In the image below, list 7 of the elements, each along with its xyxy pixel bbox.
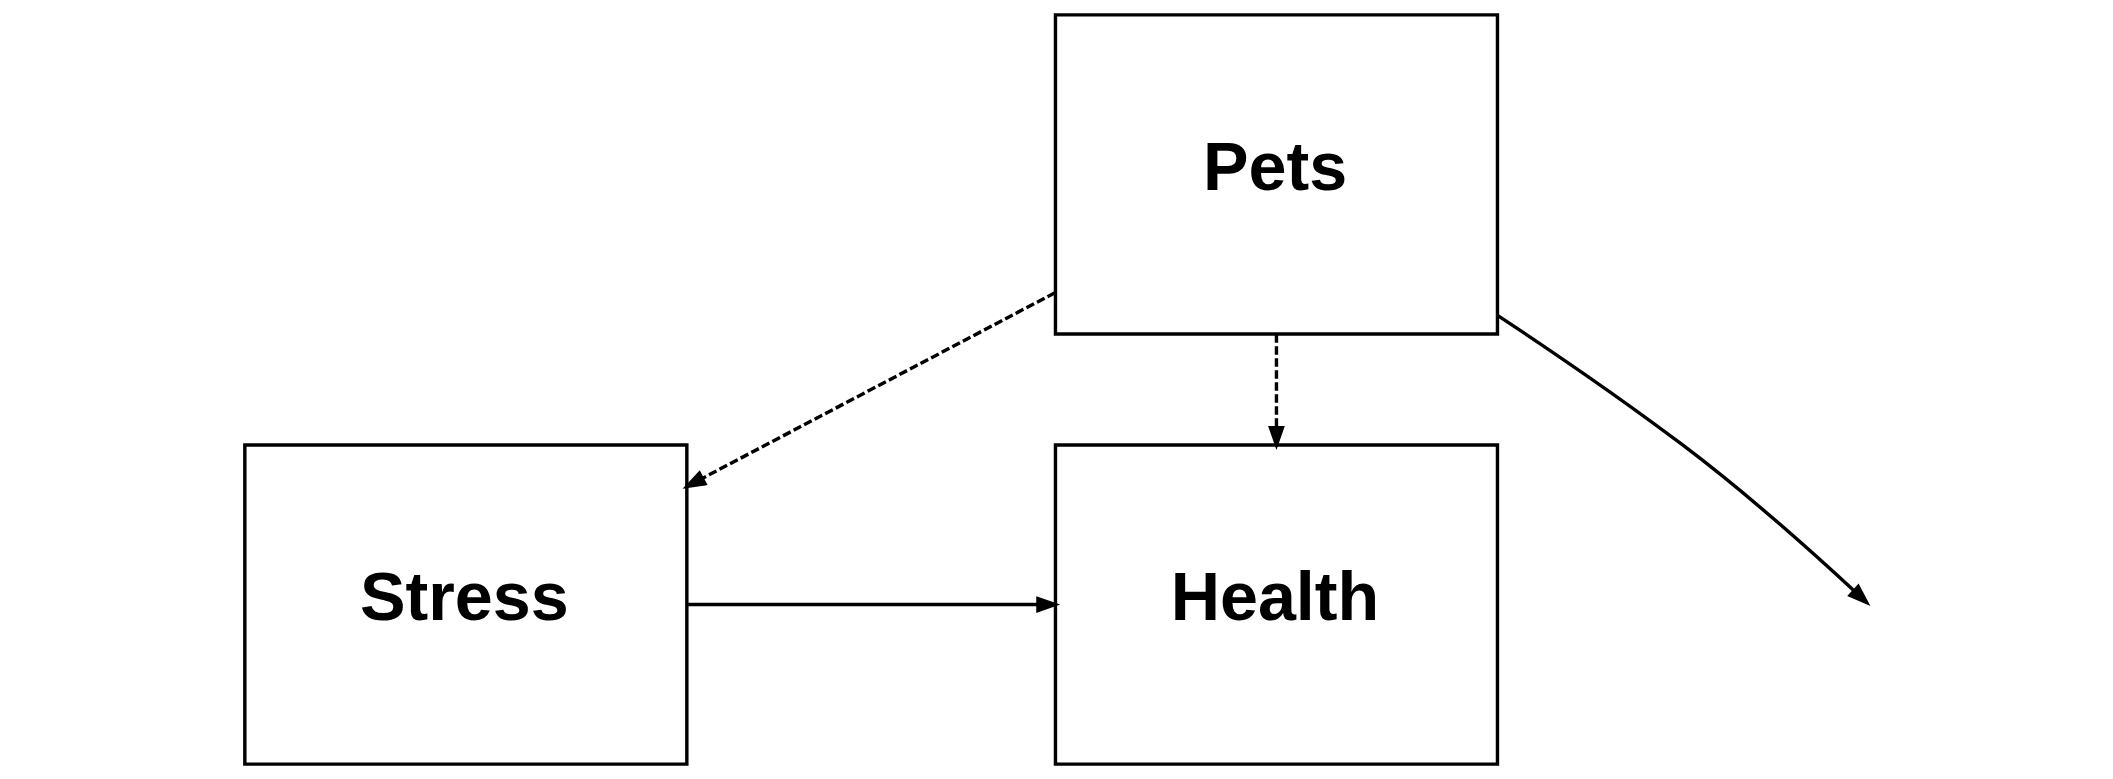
node-box: Stress [243,443,689,766]
node-box: Health [1053,443,1500,766]
arrow [1496,313,1871,607]
arrow [687,596,1061,613]
node-box: Pets [1053,13,1500,336]
arrow [682,291,1056,489]
arrow [1268,334,1285,450]
